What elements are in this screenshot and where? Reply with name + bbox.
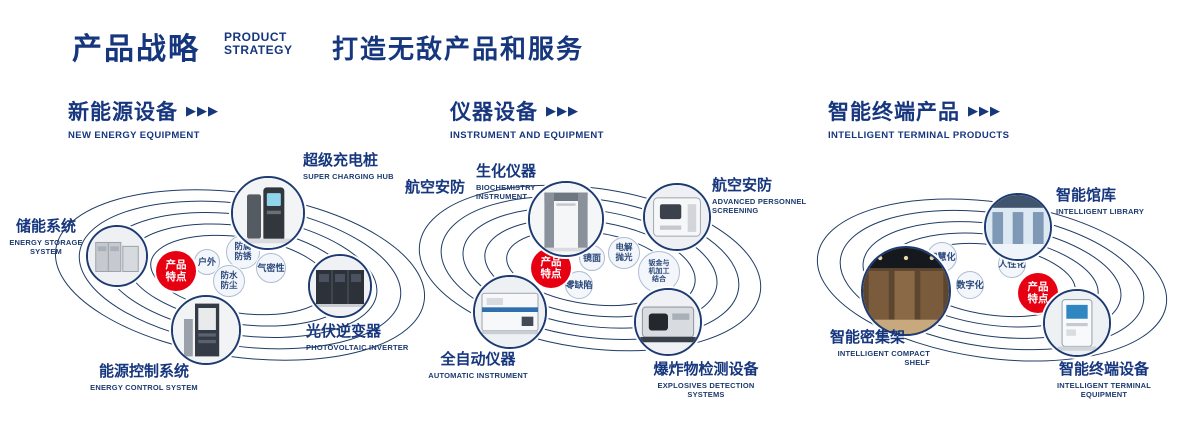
- label-intelligent-library: 智能馆库 INTELLIGENT LIBRARY: [1056, 187, 1145, 216]
- node-super-charging-hub: [231, 176, 305, 250]
- feature-bubble: 零缺陷: [565, 271, 593, 299]
- automatic-instrument-photo: [475, 277, 545, 347]
- label-super-charging-hub: 超级充电桩 SUPER CHARGING HUB: [303, 152, 394, 181]
- triple-arrow-icon: ▶▶▶: [546, 103, 579, 118]
- feature-bubble: 防水防尘: [213, 265, 245, 297]
- page-title-en: PRODUCT STRATEGY: [224, 31, 292, 56]
- section-title: 新能源设备: [68, 101, 178, 124]
- section-title: 智能终端产品: [828, 101, 960, 124]
- node-explosives-detector: [634, 288, 702, 356]
- node-energy-control-system: [171, 295, 241, 365]
- label-energy-storage: 储能系统 ENERGY STORAGE SYSTEM: [9, 218, 83, 257]
- feature-bubble: 气密性: [256, 253, 286, 283]
- node-intelligent-compact-shelf: [861, 246, 951, 336]
- charging-hub-photo: [233, 178, 303, 248]
- compact-shelf-photo: [863, 248, 949, 334]
- kiosk-photo: [1045, 291, 1109, 355]
- section-subtitle: NEW ENERGY EQUIPMENT: [68, 130, 200, 141]
- feature-bubble: 钣金与机加工结合: [638, 251, 680, 293]
- section-subtitle: INTELLIGENT TERMINAL PRODUCTS: [828, 130, 1010, 141]
- node-personnel-screening: [643, 183, 711, 251]
- node-automatic-instrument: [473, 275, 547, 349]
- node-intelligent-terminal: [1043, 289, 1111, 357]
- label-biochemistry-instrument: 生化仪器 BIOCHEMISTRY INSTRUMENT: [476, 163, 537, 202]
- feature-bubble: 电解抛光: [608, 237, 640, 269]
- feature-bubble: 数字化: [956, 271, 984, 299]
- energy-control-photo: [173, 297, 239, 363]
- page-title: 产品战略: [72, 33, 200, 66]
- section-header-instrument: 仪器设备 ▶▶▶ INSTRUMENT AND EQUIPMENT: [450, 96, 604, 141]
- triple-arrow-icon: ▶▶▶: [186, 103, 219, 118]
- pv-inverter-photo: [310, 256, 370, 316]
- node-photovoltaic-inverter: [308, 254, 372, 318]
- section-title: 仪器设备: [450, 101, 538, 124]
- section-header-intelligent-terminal: 智能终端产品 ▶▶▶ INTELLIGENT TERMINAL PRODUCTS: [828, 96, 1009, 141]
- library-photo: [986, 195, 1050, 259]
- feature-badge: 产品特点: [156, 251, 196, 291]
- page-title-en-line2: STRATEGY: [224, 42, 293, 57]
- section-subtitle: INSTRUMENT AND EQUIPMENT: [450, 130, 604, 141]
- label-automatic-instrument: 全自动仪器 AUTOMATIC INSTRUMENT: [428, 351, 528, 380]
- explosives-detector-photo: [636, 290, 700, 354]
- triple-arrow-icon: ▶▶▶: [968, 103, 1001, 118]
- label-intelligent-terminal-equipment: 智能终端设备 INTELLIGENT TERMINAL EQUIPMENT: [1057, 361, 1151, 399]
- label-pv-inverter: 光伏逆变器 PHOTOVOLTAIC INVERTER: [306, 323, 409, 352]
- energy-storage-photo: [88, 227, 146, 285]
- label-personnel-screening: 航空安防 ADVANCED PERSONNEL SCREENING: [712, 177, 807, 216]
- label-energy-control: 能源控制系统 ENERGY CONTROL SYSTEM: [90, 363, 198, 392]
- screening-machine-photo: [645, 185, 709, 249]
- node-biochemistry-instrument: [528, 181, 604, 257]
- security-gate-photo: [530, 183, 602, 255]
- label-explosives-detection: 爆炸物检测设备 EXPLOSIVES DETECTION SYSTEMS: [653, 361, 759, 399]
- node-intelligent-library: [984, 193, 1052, 261]
- label-aviation-security-left: 航空安防: [405, 179, 466, 196]
- label-intelligent-compact-shelf: 智能密集架 INTELLIGENT COMPACT SHELF: [830, 329, 930, 368]
- page-subtitle: 打造无敌产品和服务: [332, 34, 585, 64]
- section-header-new-energy: 新能源设备 ▶▶▶ NEW ENERGY EQUIPMENT: [68, 96, 219, 141]
- node-energy-storage-system: [86, 225, 148, 287]
- page-title-en-line1: PRODUCT: [224, 30, 287, 44]
